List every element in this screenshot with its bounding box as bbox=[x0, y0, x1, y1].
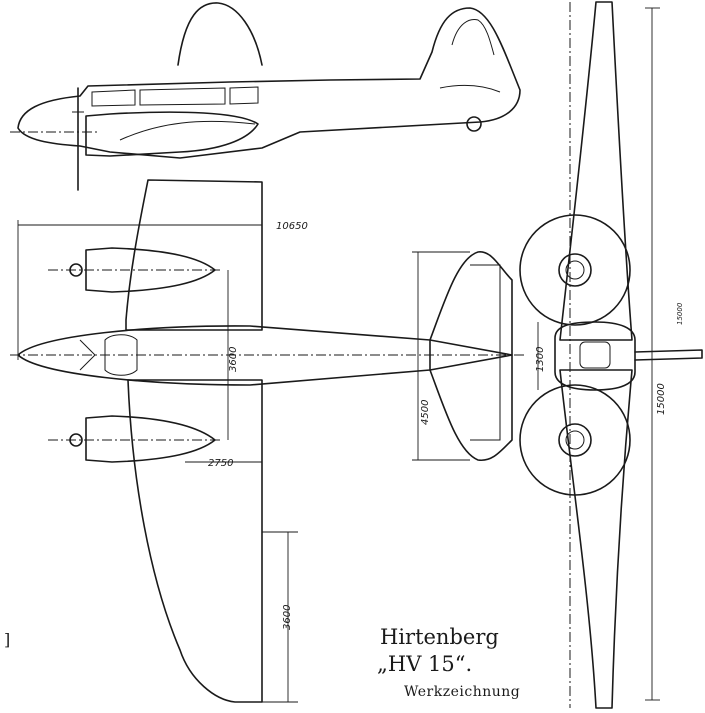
dim-nacelle-to-fuselage: 2750 bbox=[208, 458, 233, 469]
margin-bracket-mark: ] bbox=[4, 630, 11, 649]
caption-model: „HV 15“. bbox=[377, 652, 473, 676]
caption-manufacturer: Hirtenberg bbox=[380, 625, 499, 649]
dim-tailplane-span: 4500 bbox=[420, 400, 431, 425]
dim-wing-semi-span: 3600 bbox=[282, 605, 293, 630]
dim-nacelle-spacing: 3600 bbox=[228, 347, 239, 372]
dim-front-span: 15000 bbox=[656, 383, 667, 415]
dimension-lines bbox=[17, 7, 660, 703]
dim-front-center-width: 1300 bbox=[535, 347, 546, 372]
caption-subtitle: Werkzeichnung bbox=[404, 684, 521, 700]
dim-front-half-span: 15000 bbox=[676, 302, 684, 325]
front-view bbox=[519, 1, 703, 709]
plan-view bbox=[10, 179, 525, 703]
side-view bbox=[10, 2, 521, 191]
dim-overall-length: 10650 bbox=[276, 221, 308, 232]
